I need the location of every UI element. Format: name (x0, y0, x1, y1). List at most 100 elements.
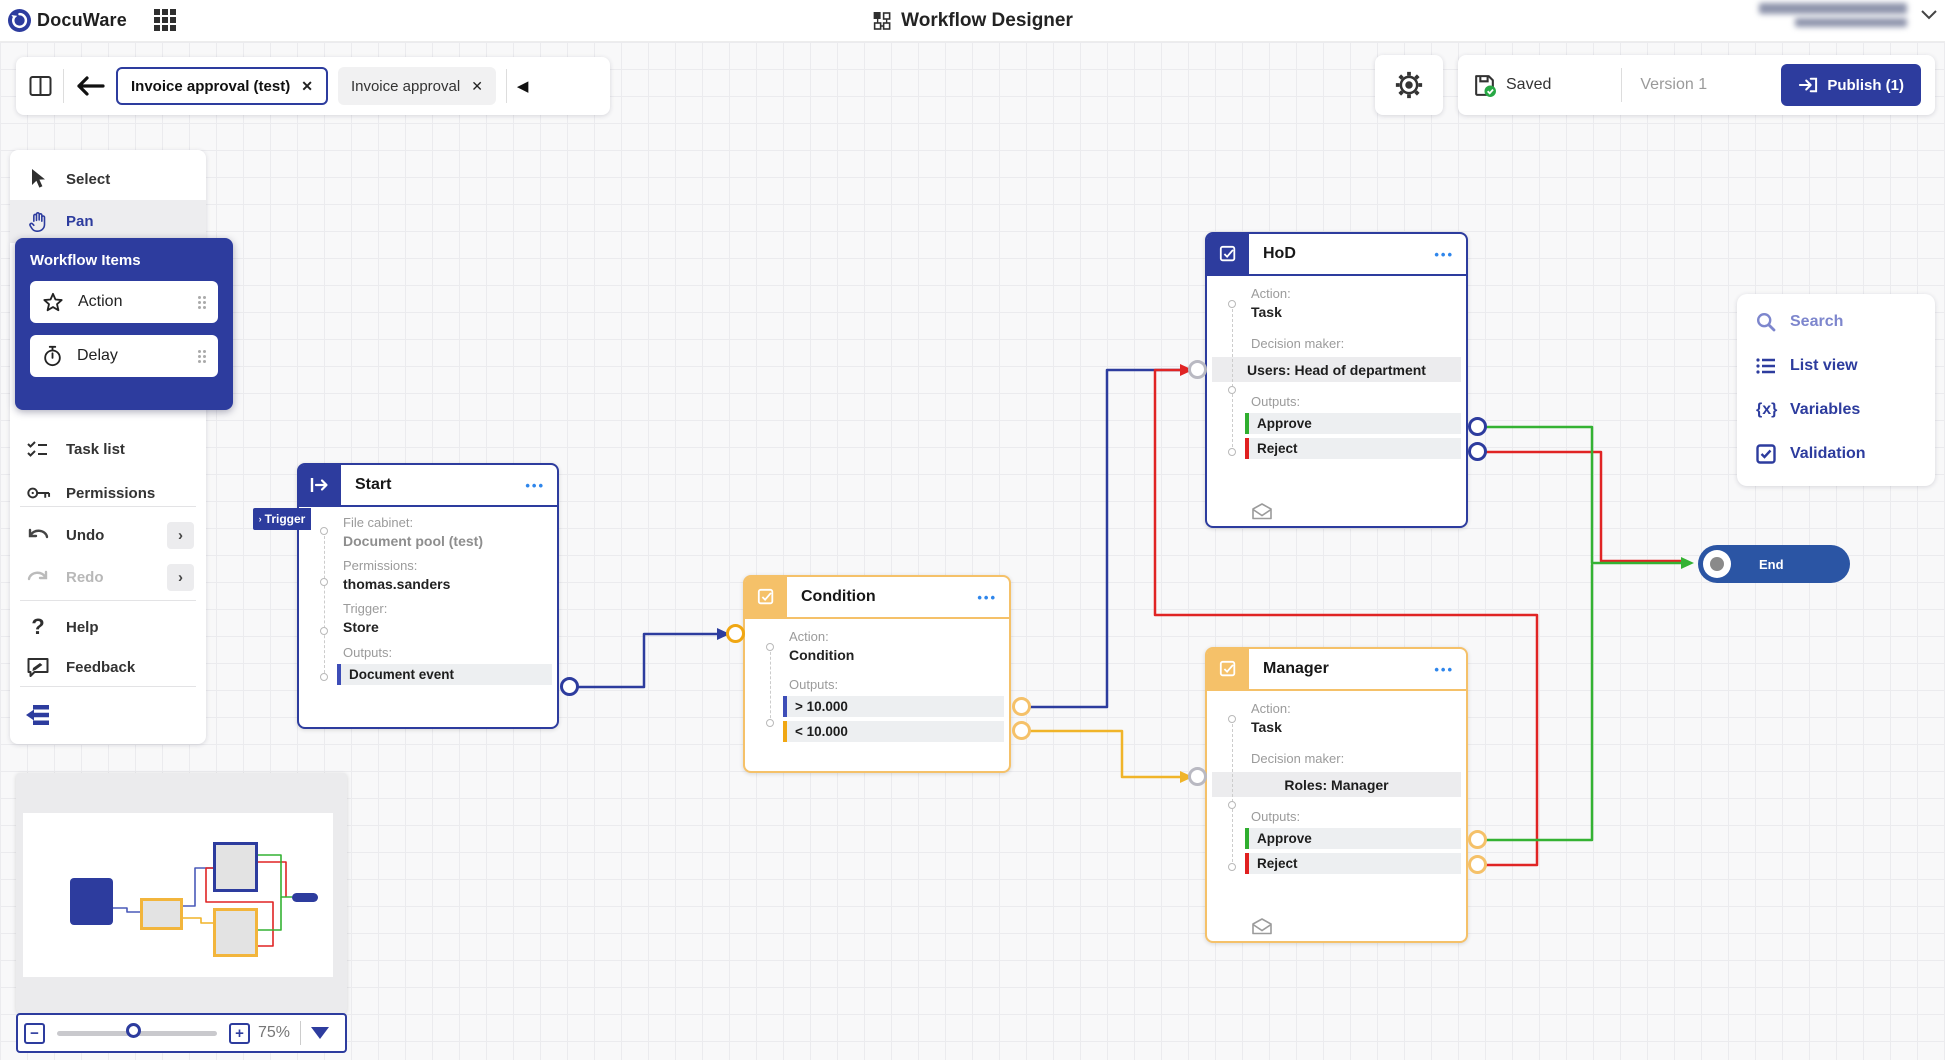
port-manager-output-approve[interactable] (1468, 830, 1487, 849)
field-value: Document pool (test) (343, 533, 483, 549)
sidebar-item-feedback[interactable]: Feedback (10, 646, 206, 688)
port-condition-output-gt[interactable] (1012, 697, 1031, 716)
app-title-wrap: Workflow Designer (872, 0, 1073, 42)
node-end[interactable]: End (1698, 545, 1850, 583)
port-start-output[interactable] (560, 677, 579, 696)
node-condition[interactable]: Condition ••• Action: Condition Outputs:… (743, 575, 1011, 773)
sidebar-divider (20, 686, 196, 687)
node-menu-icon[interactable]: ••• (977, 589, 997, 605)
sidebar-item-permissions[interactable]: Permissions (10, 472, 206, 514)
node-menu-icon[interactable]: ••• (1434, 661, 1454, 677)
port-hod-output-reject[interactable] (1468, 442, 1487, 461)
toolbar-divider (63, 69, 64, 103)
node-hod[interactable]: HoD ••• Action: Task Decision maker: Use… (1205, 232, 1468, 528)
variables-button[interactable]: {x} Variables (1737, 388, 1935, 432)
collapse-sidebar-button[interactable] (10, 694, 206, 736)
sidebar-item-redo[interactable]: Redo › (10, 556, 206, 598)
decision-maker-value[interactable]: Roles: Manager (1212, 772, 1461, 797)
field-label: Action: (1251, 286, 1291, 301)
decision-maker-value[interactable]: Users: Head of department (1212, 357, 1461, 382)
port-manager-input[interactable] (1188, 767, 1207, 786)
user-menu[interactable] (1759, 3, 1937, 27)
output-approve[interactable]: Approve (1245, 413, 1461, 434)
port-hod-output-approve[interactable] (1468, 417, 1487, 436)
minimap-panel[interactable] (16, 773, 347, 1013)
node-menu-icon[interactable]: ••• (1434, 246, 1454, 262)
output-gt-10000[interactable]: > 10.000 (783, 696, 1004, 717)
tool-select[interactable]: Select (10, 158, 206, 200)
collapse-tabs-icon[interactable]: ◀ (516, 78, 529, 95)
zoom-presets-dropdown-icon[interactable] (311, 1027, 330, 1039)
key-icon (25, 484, 51, 502)
port-condition-input[interactable] (726, 624, 745, 643)
undo-history-chevron[interactable]: › (167, 521, 194, 549)
gear-icon[interactable] (1394, 70, 1424, 100)
redo-history-chevron[interactable]: › (167, 563, 194, 591)
output-document-event[interactable]: Document event (337, 664, 552, 685)
collapse-menu-icon (25, 703, 51, 727)
workflow-items-panel: Workflow Items Action Delay (15, 238, 233, 410)
tool-pan-label: Pan (66, 213, 94, 230)
field-value: thomas.sanders (343, 576, 451, 592)
sidebar-item-label: Permissions (66, 484, 156, 502)
tool-pan[interactable]: Pan (10, 200, 206, 243)
drag-handle-icon[interactable] (198, 295, 206, 309)
workflow-item-delay[interactable]: Delay (30, 335, 218, 377)
sidebar-item-help[interactable]: ? Help (10, 606, 206, 648)
hand-icon (25, 211, 51, 233)
field-value: Task (1251, 719, 1282, 735)
port-condition-output-lt[interactable] (1012, 721, 1031, 740)
saved-status: Saved (1506, 76, 1552, 93)
condition-node-icon (745, 576, 787, 618)
node-manager[interactable]: Manager ••• Action: Task Decision maker:… (1205, 647, 1468, 943)
minimap-viewport[interactable] (23, 813, 333, 977)
output-reject[interactable]: Reject (1245, 438, 1461, 459)
close-tab-icon[interactable]: ✕ (301, 77, 313, 94)
minimap-manager-node (213, 908, 258, 957)
search-button[interactable]: Search (1737, 300, 1935, 344)
outputs-label: Outputs: (1251, 394, 1301, 409)
tab-label: Invoice approval (350, 77, 461, 95)
field-label: Permissions: (343, 558, 418, 573)
drag-handle-icon[interactable] (198, 349, 206, 363)
validation-button[interactable]: Validation (1737, 432, 1935, 476)
workflow-item-action[interactable]: Action (30, 281, 218, 323)
node-menu-icon[interactable]: ••• (525, 477, 545, 493)
output-reject[interactable]: Reject (1245, 853, 1461, 874)
list-view-button[interactable]: List view (1737, 344, 1935, 388)
tab-invoice-approval-test[interactable]: Invoice approval (test) ✕ (116, 67, 328, 105)
output-lt-10000[interactable]: < 10.000 (783, 721, 1004, 742)
zoom-in-button[interactable]: + (229, 1022, 250, 1044)
app-launcher-icon[interactable] (154, 9, 180, 34)
field-value: Task (1251, 304, 1282, 320)
tab-invoice-approval[interactable]: Invoice approval ✕ (337, 67, 496, 105)
end-node-icon (1703, 550, 1731, 578)
publish-button[interactable]: Publish (1) (1781, 64, 1921, 106)
port-manager-output-reject[interactable] (1468, 855, 1487, 874)
chevron-down-icon[interactable] (1921, 10, 1937, 20)
field-label: Action: (789, 629, 829, 644)
sidebar-item-undo[interactable]: Undo › (10, 514, 206, 556)
split-view-icon[interactable] (28, 74, 53, 98)
outputs-label: Outputs: (343, 645, 393, 660)
variables-icon: {x} (1756, 401, 1778, 418)
node-start[interactable]: Start ••• File cabinet: Document pool (t… (297, 463, 559, 729)
question-mark-icon: ? (31, 614, 45, 639)
redo-icon (25, 569, 51, 585)
minimap-wires (113, 854, 292, 947)
docuware-logo[interactable]: DocuWare (8, 9, 127, 32)
sidebar-item-label: Help (66, 618, 99, 636)
field-rail (770, 647, 771, 723)
sidebar-divider (20, 600, 196, 601)
back-arrow-icon[interactable] (74, 74, 106, 98)
zoom-slider-track[interactable] (57, 1022, 217, 1038)
sidebar-item-task-list[interactable]: Task list (10, 428, 206, 470)
zoom-slider-knob[interactable] (125, 1022, 141, 1038)
zoom-out-button[interactable]: − (24, 1022, 45, 1044)
port-hod-input[interactable] (1188, 360, 1207, 379)
docuware-logo-icon (8, 9, 31, 32)
output-approve[interactable]: Approve (1245, 828, 1461, 849)
user-name-redacted (1759, 3, 1907, 27)
close-tab-icon[interactable]: ✕ (471, 77, 483, 94)
